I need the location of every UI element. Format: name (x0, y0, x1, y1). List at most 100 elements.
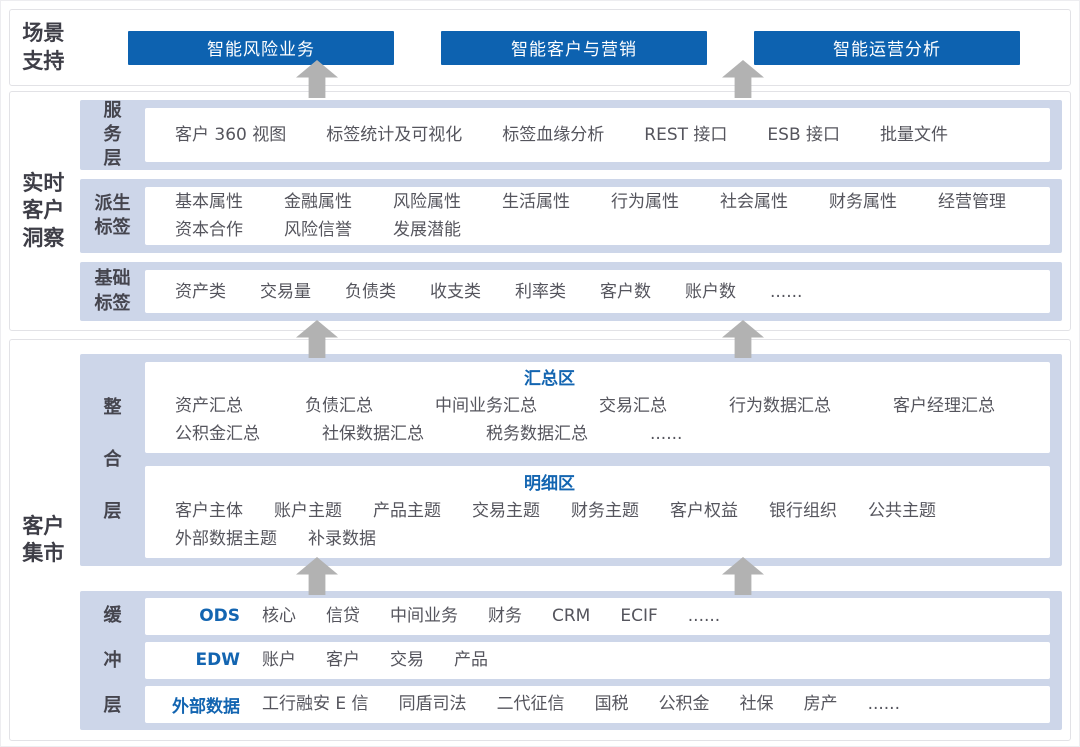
diagram-item: 客户数 (600, 281, 651, 302)
integration-zones: 汇总区 资产汇总负债汇总中间业务汇总交易汇总行为数据汇总客户经理汇总 公积金汇总… (145, 362, 1050, 558)
diagram-item: 收支类 (430, 281, 481, 302)
basic-tags-row: 基础标签 资产类交易量负债类收支类利率类客户数账户数...... (80, 262, 1062, 321)
derived-tags-row: 派生标签 基本属性金融属性风险属性生活属性行为属性社会属性财务属性经营管理 资本… (80, 179, 1062, 254)
summary-zone-title: 汇总区 (524, 369, 575, 390)
diagram-item: 资产汇总 (175, 396, 243, 417)
diagram-item: 交易 (390, 650, 424, 671)
diagram-item: 交易汇总 (599, 396, 667, 417)
customer-mart-label: 客户集市 (22, 513, 65, 565)
derived-tags-items-line2: 资本合作 风险信誉 发展潜能 (145, 216, 1050, 244)
realtime-customer-insight-label: 实时客户洞察 (22, 171, 65, 250)
diagram-item: 中间业务汇总 (435, 396, 537, 417)
service-layer-label: 服务层 (103, 99, 122, 170)
diagram-item: 信贷 (326, 606, 360, 627)
diagram-item: 税务数据汇总 (486, 424, 588, 445)
button-smart-operations-analysis[interactable]: 智能运营分析 (754, 30, 1020, 65)
diagram-item: 公共主题 (868, 500, 936, 521)
diagram-item: 资产类 (175, 281, 226, 302)
button-smart-risk[interactable]: 智能风险业务 (128, 30, 394, 65)
diagram-item: 风险属性 (393, 192, 461, 213)
mart-content: 整合层 汇总区 资产汇总负债汇总中间业务汇总交易汇总行为数据汇总客户经理汇总 公… (80, 340, 1070, 740)
scenario-button-row: 智能风险业务 智能客户与营销 智能运营分析 (80, 30, 1070, 65)
diagram-item: 负债类 (345, 281, 396, 302)
derived-tags-label: 派生标签 (94, 192, 131, 239)
diagram-item: 同盾司法 (398, 694, 467, 715)
customer-mart-panel: 客户集市 整合层 汇总区 资产汇总负债汇总中间业务汇总交易汇总行为数据汇总客户经… (9, 339, 1071, 741)
detail-zone: 明细区 客户主体账户主题产品主题交易主题财务主题客户权益银行组织公共主题 外部数… (145, 466, 1050, 558)
diagram-item: 财务主题 (571, 500, 639, 521)
diagram-item: 账户 (262, 650, 296, 671)
diagram-item: 标签血缘分析 (502, 125, 605, 145)
basic-tags-label: 基础标签 (94, 268, 131, 314)
integration-layer-label: 整合层 (103, 396, 122, 522)
scenario-support-panel: 场景支持 智能风险业务 智能客户与营销 智能运营分析 (9, 9, 1071, 86)
diagram-item: 国税 (594, 694, 629, 715)
ods-label: ODS (199, 606, 240, 627)
detail-zone-items-line2: 外部数据主题 补录数据 (145, 525, 1050, 553)
diagram-item: 客户主体 (175, 500, 243, 521)
diagram-item: 财务属性 (829, 192, 897, 213)
diagram-item: ...... (770, 281, 803, 302)
diagram-item: 客户 360 视图 (175, 125, 287, 145)
diagram-item: 社保 (739, 694, 774, 715)
diagram-item: 风险信誉 (284, 220, 352, 241)
diagram-item: ...... (687, 606, 721, 627)
button-smart-customer-marketing[interactable]: 智能客户与营销 (441, 30, 707, 65)
diagram-item: 房产 (803, 694, 838, 715)
external-data-label: 外部数据 (172, 696, 240, 717)
external-data-items: 工行融安 E 信 同盾司法 二代征信 国税 公积金 社保 房产...... (262, 690, 908, 718)
diagram-item: 外部数据主题 (175, 528, 277, 549)
derived-tags-box: 基本属性金融属性风险属性生活属性行为属性社会属性财务属性经营管理 资本合作风险信… (145, 187, 1050, 246)
summary-zone: 汇总区 资产汇总负债汇总中间业务汇总交易汇总行为数据汇总客户经理汇总 公积金汇总… (145, 362, 1050, 454)
diagram-item: ...... (867, 694, 900, 715)
diagram-item: 社保数据汇总 (322, 424, 424, 445)
edw-label: EDW (195, 650, 240, 671)
diagram-item: ECIF (620, 606, 658, 627)
diagram-item: 金融属性 (284, 192, 352, 213)
diagram-item: 客户经理汇总 (893, 396, 995, 417)
diagram-item: 生活属性 (502, 192, 570, 213)
diagram-item: 行为属性 (611, 192, 679, 213)
edw-items: 账户客户交易产品 (262, 646, 496, 674)
diagram-item: 账户主题 (274, 500, 342, 521)
diagram-item: 交易量 (260, 281, 311, 302)
diagram-item: 发展潜能 (393, 220, 461, 241)
diagram-item: 中间业务 (390, 606, 458, 627)
summary-zone-items-line2: 公积金汇总 社保数据汇总 税务数据汇总...... (145, 420, 1050, 448)
buffer-layer-label: 缓冲层 (103, 604, 122, 716)
diagram-item: CRM (552, 606, 591, 627)
external-data-row: 外部数据 工行融安 E 信 同盾司法 二代征信 国税 公积金 社保 房产...... (145, 685, 1050, 723)
diagram-item: 客户 (326, 650, 360, 671)
diagram-item: 补录数据 (308, 528, 376, 549)
diagram-item: 公积金 (658, 694, 710, 715)
diagram-item: 二代征信 (496, 694, 565, 715)
basic-tags-items: 资产类交易量负债类收支类利率类客户数账户数...... (145, 278, 1050, 306)
basic-tags-box: 资产类交易量负债类收支类利率类客户数账户数...... (145, 270, 1050, 313)
diagram-item: 公积金汇总 (175, 424, 260, 445)
diagram-item: 社会属性 (720, 192, 788, 213)
diagram-item: 资本合作 (175, 220, 243, 241)
diagram-item: 工行融安 E 信 (262, 694, 369, 715)
diagram-item: 账户数 (685, 281, 736, 302)
diagram-item: 基本属性 (175, 192, 243, 213)
diagram-item: 核心 (262, 606, 296, 627)
edw-row: EDW 账户客户交易产品 (145, 641, 1050, 679)
diagram-item: 标签统计及可视化 (326, 125, 463, 145)
diagram-item: 负债汇总 (305, 396, 373, 417)
diagram-item: 交易主题 (472, 500, 540, 521)
diagram-item: 客户权益 (670, 500, 738, 521)
diagram-item: 产品主题 (373, 500, 441, 521)
detail-zone-title: 明细区 (524, 473, 575, 494)
diagram-item: ...... (650, 424, 683, 445)
derived-tags-items-line1: 基本属性金融属性风险属性生活属性行为属性社会属性财务属性经营管理 (145, 188, 1050, 216)
diagram-item: ESB 接口 (767, 125, 841, 145)
scenario-support-label: 场景支持 (22, 21, 65, 73)
